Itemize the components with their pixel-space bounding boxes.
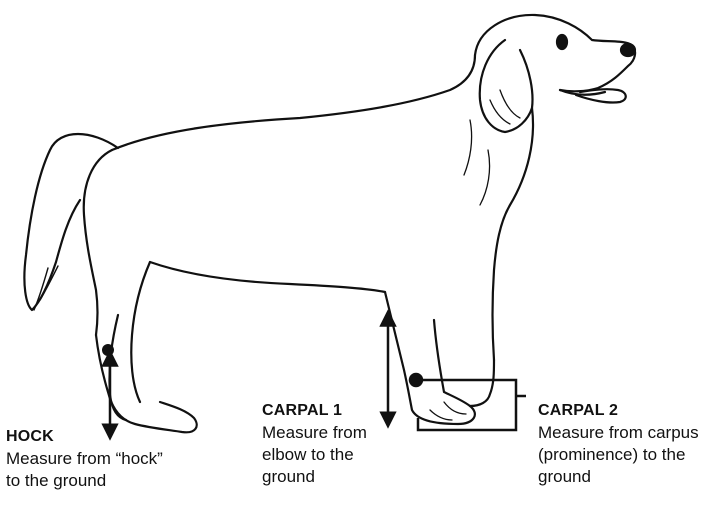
dog-tail [24,134,118,310]
dog-chest [493,108,534,360]
dog-chest-fur [464,120,490,205]
hock-title: HOCK [6,426,163,448]
dog-nose [621,44,635,56]
dog-ear-fur [490,90,520,124]
dog-front-leg-far [470,360,494,406]
hock-description-line-2: to the ground [6,470,163,492]
hock-description-line-1: Measure from “hock” [6,448,163,470]
carpal2-description-line-1: Measure from carpus [538,422,699,444]
dog-illustration [24,15,635,432]
carpal1-description-line-1: Measure from [262,422,367,444]
carpal2-description-line-3: ground [538,466,699,488]
dog-back [112,55,475,150]
dog-belly [150,262,385,292]
dog-front-paw-toes [430,402,466,420]
dog-front-leg-near [385,292,475,424]
carpal2-label: CARPAL 2 Measure from carpus (prominence… [538,400,699,488]
carpal1-label: CARPAL 1 Measure from elbow to the groun… [262,400,367,488]
carpal2-description-line-2: (prominence) to the [538,444,699,466]
carpal1-description-line-3: ground [262,466,367,488]
dog-head [475,15,635,91]
hock-point-marker [102,344,114,356]
hock-label: HOCK Measure from “hock” to the ground [6,426,163,492]
dog-rump [84,150,112,335]
dog-hind-leg-far [109,315,126,420]
dog-hind-leg-front [131,262,150,402]
carpal2-title: CARPAL 2 [538,400,699,422]
dog-ear [480,40,533,132]
hock-measurement [102,344,114,432]
carpal1-description-line-2: elbow to the [262,444,367,466]
carpal1-title: CARPAL 1 [262,400,367,422]
dog-eye [557,35,567,49]
